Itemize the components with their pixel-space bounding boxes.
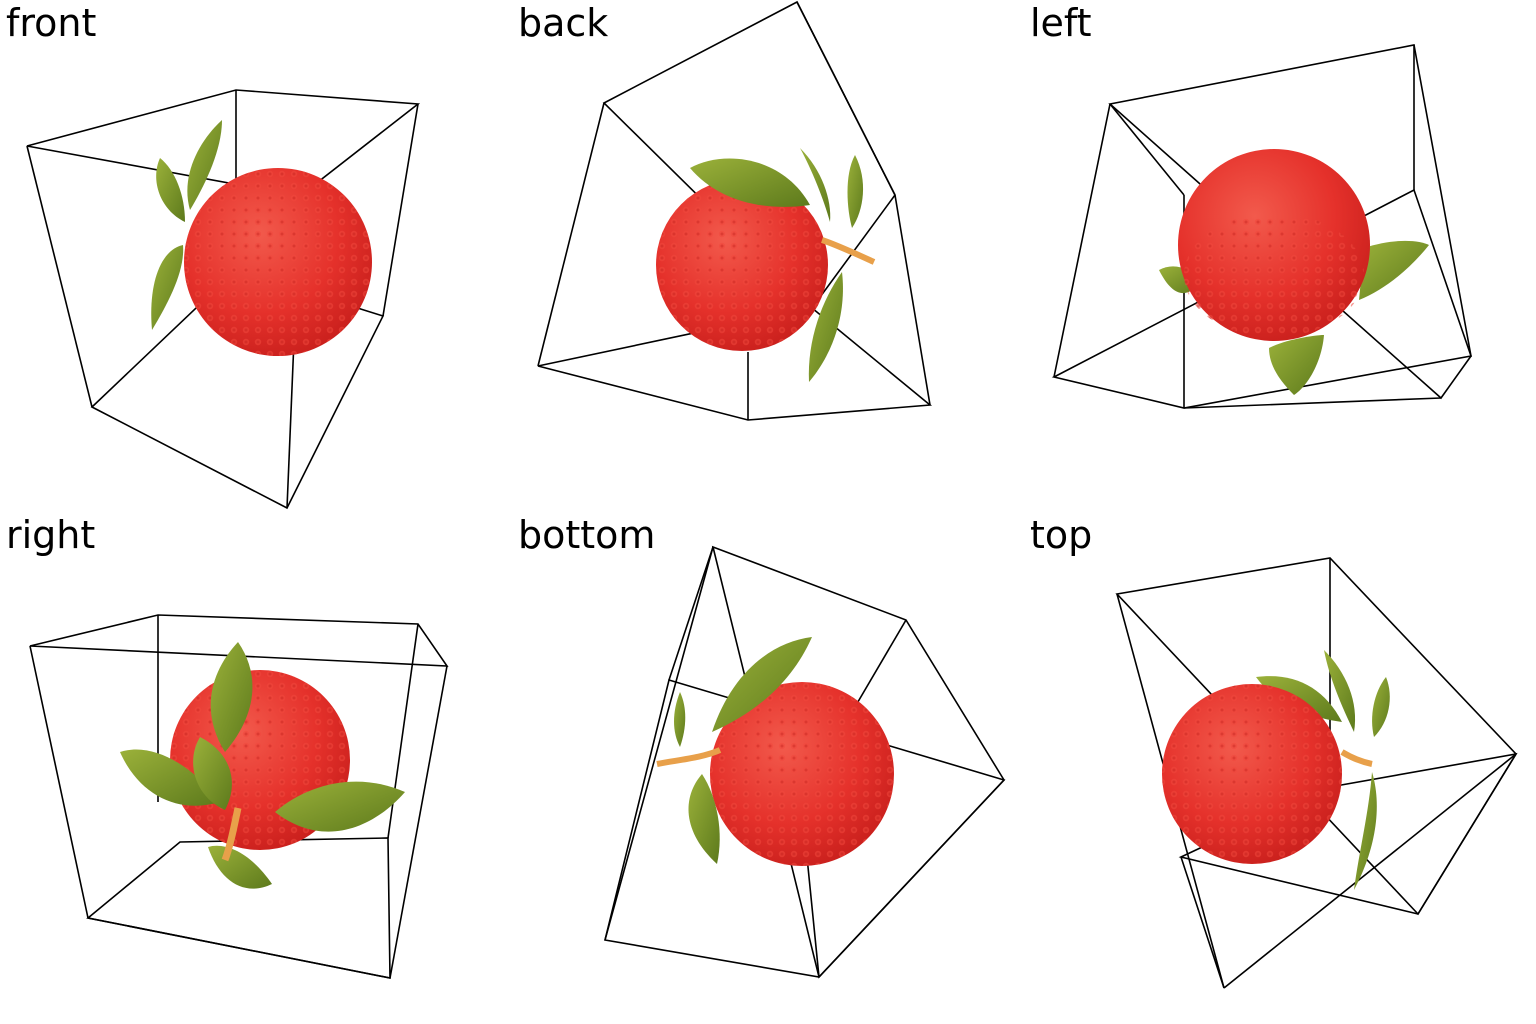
stem bbox=[221, 807, 242, 862]
right-render bbox=[29, 614, 449, 979]
fruit bbox=[710, 682, 894, 866]
view-label-right: right bbox=[6, 513, 96, 557]
leaves bbox=[151, 120, 222, 330]
view-label-top: top bbox=[1030, 513, 1093, 557]
view-label-back: back bbox=[518, 1, 609, 45]
fruit bbox=[656, 179, 828, 351]
panel-right: right bbox=[0, 512, 512, 1024]
fruit bbox=[184, 168, 372, 356]
panel-bottom: bottom bbox=[512, 512, 1024, 1024]
top-render bbox=[1115, 557, 1518, 989]
front-render bbox=[26, 89, 421, 510]
leaves bbox=[120, 642, 405, 889]
stem bbox=[656, 747, 722, 767]
view-label-bottom: bottom bbox=[518, 513, 656, 557]
leaves bbox=[1159, 240, 1429, 395]
view-label-front: front bbox=[6, 1, 97, 45]
left-render bbox=[1051, 44, 1473, 409]
leaves bbox=[674, 637, 812, 864]
leaves bbox=[690, 148, 864, 382]
stem bbox=[1340, 749, 1373, 767]
panel-top: top bbox=[1024, 512, 1536, 1024]
panel-back: back bbox=[512, 0, 1024, 512]
fruit bbox=[1178, 149, 1370, 341]
back-render bbox=[537, 0, 933, 421]
panel-left: left bbox=[1024, 0, 1536, 512]
panel-front: front bbox=[0, 0, 512, 512]
bottom-render bbox=[604, 545, 1006, 979]
view-label-left: left bbox=[1030, 1, 1092, 45]
fruit bbox=[1162, 684, 1342, 864]
stem bbox=[821, 237, 876, 265]
